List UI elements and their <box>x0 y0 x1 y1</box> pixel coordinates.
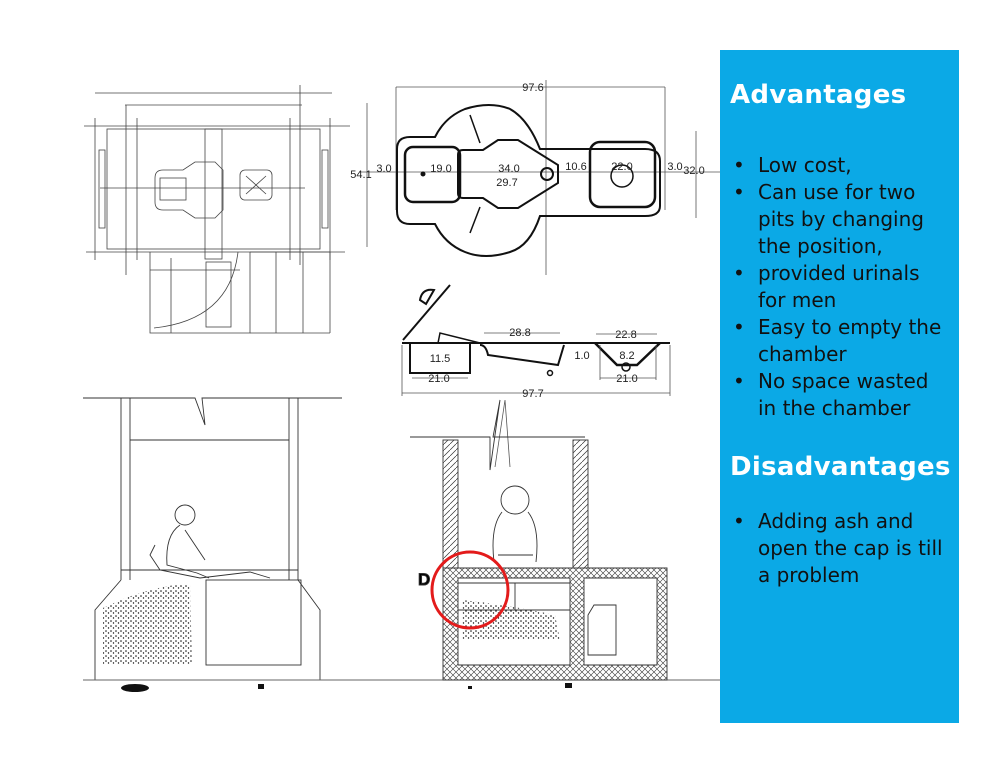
dim-label: 97.7 <box>522 388 543 400</box>
left-section-drawing <box>83 397 720 681</box>
pan-plan-drawing <box>360 80 720 275</box>
dim-label: 29.7 <box>496 177 517 189</box>
advantages-list: Low cost, Can use for two pits by changi… <box>730 152 951 422</box>
pan-side-drawing <box>401 284 671 468</box>
right-section-drawing: D <box>410 399 668 681</box>
dim-label: 10.6 <box>565 161 586 173</box>
dim-label: 22.8 <box>615 329 636 341</box>
list-item: Adding ash and open the cap is till a pr… <box>730 508 951 589</box>
list-item: No space wasted in the chamber <box>730 368 951 422</box>
dim-label: 21.0 <box>616 373 637 385</box>
dim-label: 32.0 <box>683 165 704 177</box>
dim-label: 22.0 <box>611 161 632 173</box>
list-item: provided urinals for men <box>730 260 951 314</box>
floor-plan-drawing <box>84 85 350 334</box>
dim-label: 19.0 <box>430 163 451 175</box>
highlight-circle <box>430 550 510 630</box>
pan-side-dimensions: 11.5 21.0 28.8 22.8 1.0 8.2 21.0 97.7 <box>428 327 637 400</box>
dim-label: 8.2 <box>619 350 634 362</box>
dim-label: 1.0 <box>574 350 589 362</box>
dim-label: 3.0 <box>376 163 391 175</box>
dim-label: 34.0 <box>498 163 519 175</box>
pros-cons-panel: Advantages Low cost, Can use for two pit… <box>720 50 959 723</box>
cropped-caption <box>121 683 572 692</box>
dim-label: 97.6 <box>522 82 543 94</box>
disadvantages-title: Disadvantages <box>730 452 951 482</box>
section-marker-label: D <box>418 570 430 589</box>
dim-label: 21.0 <box>428 373 449 385</box>
disadvantages-list: Adding ash and open the cap is till a pr… <box>730 508 951 589</box>
dim-label: 54.1 <box>350 169 371 181</box>
dim-label: 11.5 <box>430 353 451 365</box>
list-item: Low cost, <box>730 152 951 179</box>
dim-label: 3.0 <box>667 161 682 173</box>
advantages-title: Advantages <box>730 80 907 110</box>
list-item: Easy to empty the chamber <box>730 314 951 368</box>
list-item: Can use for two pits by changing the pos… <box>730 179 951 260</box>
pan-plan-dimensions: 97.6 54.1 3.0 19.0 34.0 29.7 10.6 22.0 3… <box>350 82 704 189</box>
dim-label: 28.8 <box>509 327 530 339</box>
